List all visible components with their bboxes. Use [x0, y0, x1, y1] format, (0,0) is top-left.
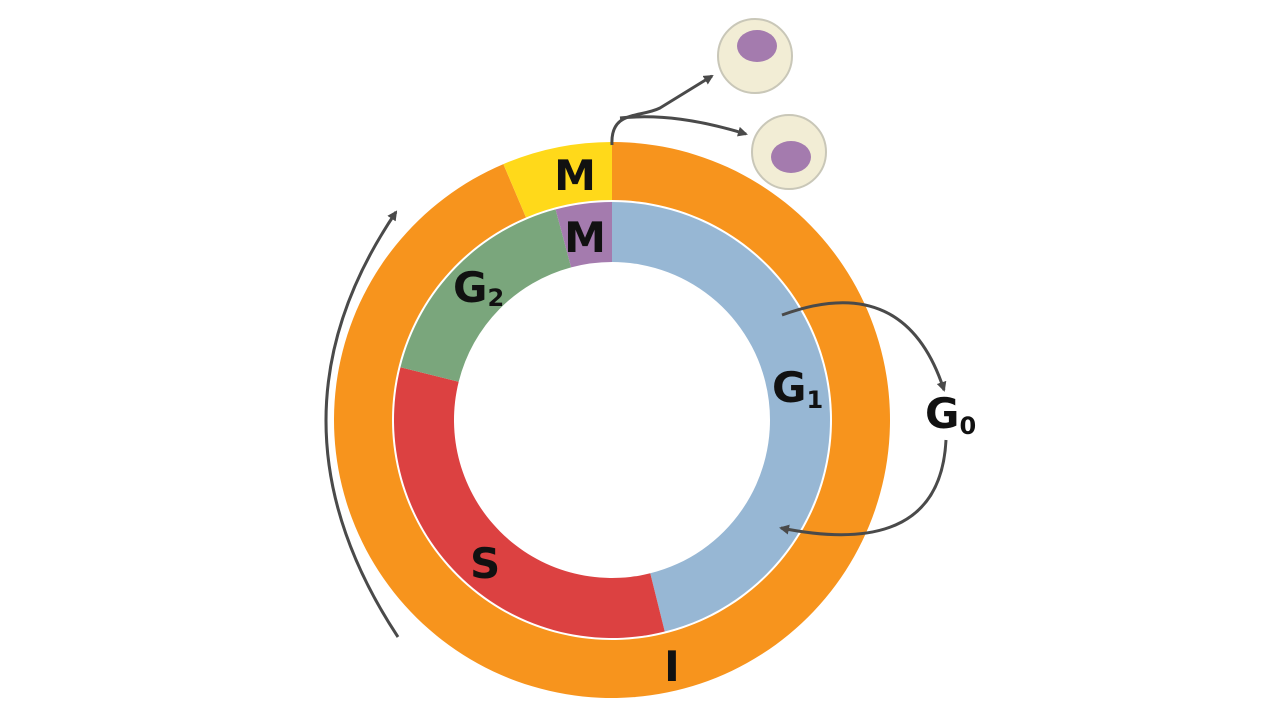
inner-ring-g2-segment — [400, 209, 572, 382]
interphase-label: I — [664, 642, 680, 691]
g1-to-g0-arrow — [781, 301, 947, 392]
division-arrow-lower — [619, 115, 748, 137]
daughter-cell-lower — [751, 114, 827, 190]
daughter-cell-nucleus — [737, 30, 777, 62]
outer-ring-mitosis — [503, 142, 612, 218]
division-arrow-upper — [610, 74, 714, 146]
inner-ring-m-segment — [555, 202, 612, 268]
inner-ring-s-segment — [394, 367, 665, 638]
g0-label: G0 — [925, 389, 976, 440]
s-label: S — [470, 539, 500, 588]
daughter-cell-nucleus — [771, 141, 811, 173]
daughter-cell-upper — [717, 18, 793, 94]
g0-to-g1-arrow — [779, 439, 948, 537]
inner-ring-g1-segment — [612, 202, 830, 632]
g1-label: G1 — [772, 363, 823, 414]
inner-mitosis-label: M — [564, 213, 606, 262]
g2-label: G2 — [453, 263, 504, 312]
cycle-direction-arrow — [324, 210, 400, 638]
outer-mitosis-label: M — [554, 151, 596, 200]
